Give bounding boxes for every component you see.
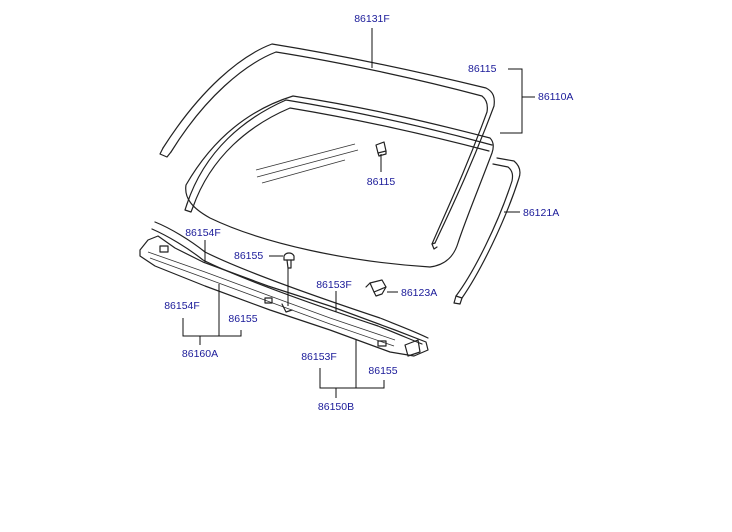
label-86115-clip: 86115 bbox=[367, 176, 396, 188]
label-86155-left: 86155 bbox=[228, 313, 257, 325]
label-86155-pin: 86155 bbox=[234, 250, 263, 262]
label-86153F-mid: 86153F bbox=[316, 279, 352, 291]
windshield-glass bbox=[185, 95, 494, 268]
label-86131F: 86131F bbox=[354, 13, 390, 25]
leader-lines bbox=[182, 28, 535, 398]
clip-86115 bbox=[375, 141, 387, 157]
label-86155-bot: 86155 bbox=[368, 365, 397, 377]
upper-moulding-86131F bbox=[159, 43, 495, 250]
frame-seal-86115 bbox=[184, 99, 493, 213]
clip-86123A bbox=[365, 279, 387, 297]
label-86154F-top: 86154F bbox=[185, 227, 221, 239]
label-86160A: 86160A bbox=[182, 348, 218, 360]
label-86153F-bot: 86153F bbox=[301, 351, 337, 363]
cowl-panel bbox=[139, 221, 429, 357]
label-86115-seal: 86115 bbox=[468, 63, 497, 75]
label-86121A: 86121A bbox=[523, 207, 559, 219]
push-pin-86155 bbox=[283, 252, 295, 269]
label-86154F-left: 86154F bbox=[164, 300, 200, 312]
side-moulding-86121A bbox=[453, 157, 521, 305]
label-86123A: 86123A bbox=[401, 287, 437, 299]
label-86150B: 86150B bbox=[318, 401, 354, 413]
label-86110A: 86110A bbox=[538, 91, 573, 103]
